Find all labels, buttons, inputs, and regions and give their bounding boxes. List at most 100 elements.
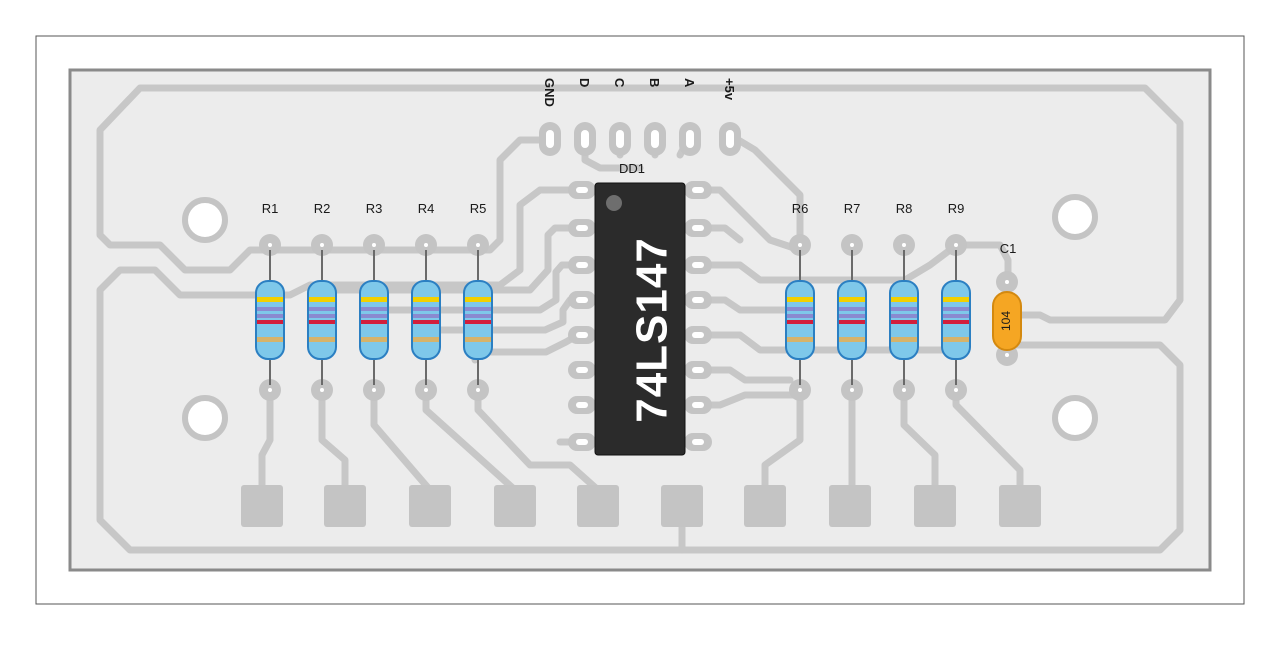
resistor-band <box>943 297 969 302</box>
resistor-pad-hole <box>902 243 906 247</box>
resistor-band <box>413 314 439 318</box>
chip-body <box>594 182 686 456</box>
chip-pin-hole <box>692 367 704 373</box>
resistor-r2: R2 <box>307 201 337 401</box>
mounting-hole <box>182 197 228 243</box>
header-pin-hole <box>651 130 659 148</box>
resistor-band <box>257 314 283 318</box>
resistor-ref-label: R7 <box>844 201 861 216</box>
resistor-band <box>787 337 813 342</box>
resistor-band <box>257 297 283 302</box>
resistor-band <box>891 314 917 318</box>
resistor-band <box>413 320 439 324</box>
resistor-pad-hole <box>850 243 854 247</box>
chip-pin1-marker <box>606 195 622 211</box>
chip-pin-hole <box>692 187 704 193</box>
resistor-band <box>839 337 865 342</box>
cap-code-label: 104 <box>999 311 1013 331</box>
bottom-pad <box>744 485 786 527</box>
resistor-band <box>943 320 969 324</box>
resistor-band <box>839 314 865 318</box>
resistor-band <box>839 297 865 302</box>
resistor-band <box>839 320 865 324</box>
resistor-band <box>361 297 387 302</box>
resistor-r5: R5 <box>463 201 493 401</box>
chip-pin-hole <box>692 262 704 268</box>
resistor-band <box>257 320 283 324</box>
resistor-ref-label: R9 <box>948 201 965 216</box>
bottom-pad <box>661 485 703 527</box>
resistor-pad-hole <box>476 388 480 392</box>
mounting-holes <box>182 194 1098 441</box>
resistor-r9: R9 <box>941 201 971 401</box>
resistor-band <box>257 307 283 311</box>
resistor-band <box>787 297 813 302</box>
chip-pin-hole <box>576 332 588 338</box>
resistor-band <box>891 307 917 311</box>
chip-pin-hole <box>692 297 704 303</box>
mounting-hole <box>182 395 228 441</box>
bottom-pad <box>914 485 956 527</box>
resistor-pad-hole <box>798 388 802 392</box>
resistor-band <box>361 307 387 311</box>
chip-pin-hole <box>576 262 588 268</box>
resistor-ref-label: R6 <box>792 201 809 216</box>
mounting-hole <box>1052 395 1098 441</box>
resistor-band <box>309 297 335 302</box>
cap-ref-label: C1 <box>1000 241 1017 256</box>
header-pin-hole <box>546 130 554 148</box>
resistor-band <box>465 307 491 311</box>
resistor-ref-label: R5 <box>470 201 487 216</box>
chip-ref-label: DD1 <box>619 161 645 176</box>
cap-pad <box>1005 280 1009 284</box>
header-pin-hole <box>616 130 624 148</box>
header-pin-label: GND <box>542 78 557 107</box>
resistor-pad-hole <box>372 243 376 247</box>
bottom-pad <box>409 485 451 527</box>
bottom-pad <box>494 485 536 527</box>
resistor-band <box>361 320 387 324</box>
resistor-band <box>891 337 917 342</box>
resistor-ref-label: R1 <box>262 201 279 216</box>
resistor-pad-hole <box>320 243 324 247</box>
resistor-pad-hole <box>954 388 958 392</box>
resistor-band <box>787 314 813 318</box>
resistor-band <box>361 337 387 342</box>
resistor-ref-label: R3 <box>366 201 383 216</box>
chip-pin-hole <box>692 332 704 338</box>
resistor-pad-hole <box>902 388 906 392</box>
chip-pin-hole <box>576 402 588 408</box>
resistor-r4: R4 <box>411 201 441 401</box>
bottom-pads <box>241 485 1041 527</box>
resistor-pad-hole <box>268 388 272 392</box>
resistor-band <box>891 297 917 302</box>
chip-74ls147: 74LS147 <box>594 182 686 456</box>
resistor-r7: R7 <box>837 201 867 401</box>
resistor-pad-hole <box>424 388 428 392</box>
bottom-pad <box>829 485 871 527</box>
header-pin-hole <box>686 130 694 148</box>
resistor-pad-hole <box>424 243 428 247</box>
resistor-band <box>465 297 491 302</box>
resistor-pad-hole <box>476 243 480 247</box>
resistor-band <box>787 320 813 324</box>
bottom-pad <box>577 485 619 527</box>
resistor-band <box>943 314 969 318</box>
cap-body <box>992 291 1022 351</box>
chip-pin-hole <box>576 297 588 303</box>
header-pin-hole <box>726 130 734 148</box>
header-pin-label: D <box>577 78 592 87</box>
bottom-pad <box>999 485 1041 527</box>
resistor-pad-hole <box>850 388 854 392</box>
resistor-band <box>413 307 439 311</box>
resistor-band <box>943 337 969 342</box>
resistor-band <box>309 337 335 342</box>
resistor-r1: R1 <box>255 201 285 401</box>
resistor-pad-hole <box>268 243 272 247</box>
chip-pin-hole <box>692 402 704 408</box>
bottom-pad <box>241 485 283 527</box>
resistor-pad-hole <box>798 243 802 247</box>
